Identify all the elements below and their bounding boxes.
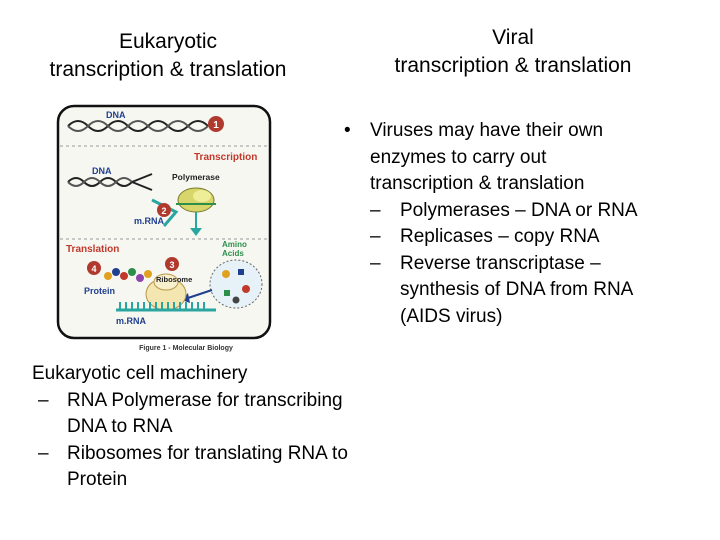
arrow-transcription-head xyxy=(190,228,202,236)
label-mrna-bottom: m.RNA xyxy=(116,316,147,326)
viral-bullet-list: • Viruses may have their own enzymes to … xyxy=(338,118,718,330)
bullet-dot: • xyxy=(344,120,351,141)
figure-svg: DNA 1 Transcription DNA Polymerase 2 m.R… xyxy=(56,104,272,352)
viral-sub-reverse-transcriptase: – Reverse transcriptase – synthesis of D… xyxy=(338,251,718,331)
viral-sub-line: (AIDS virus) xyxy=(400,305,503,327)
left-title-line1: Eukaryotic xyxy=(118,30,218,53)
left-title: Eukaryotic transcription & translation xyxy=(0,28,336,84)
step-3-number: 3 xyxy=(169,260,174,270)
mrna-strand-middle xyxy=(151,198,179,227)
viral-sub-replicases: – Replicases – copy RNA xyxy=(338,224,718,251)
sub-bullet-dash: – xyxy=(38,389,49,411)
step-4-number: 4 xyxy=(91,264,96,274)
label-protein: Protein xyxy=(84,286,115,296)
arrow-amino-to-ribosome xyxy=(187,289,213,299)
right-title-line1: Viral xyxy=(492,26,534,49)
step-2-badge xyxy=(157,203,171,217)
viral-bullet-main: • Viruses may have their own enzymes to … xyxy=(338,118,718,198)
label-transcription: Transcription xyxy=(194,152,257,163)
label-polymerase: Polymerase xyxy=(172,172,220,182)
sub-bullet-dash: – xyxy=(370,226,381,247)
eukaryotic-sub-polymerase: – RNA Polymerase for transcribing DNA to… xyxy=(32,388,432,441)
eukaryotic-machinery-list: Eukaryotic cell machinery – RNA Polymera… xyxy=(32,361,432,494)
dna-helix-middle xyxy=(67,173,153,191)
amino-acid-cell xyxy=(209,259,263,309)
step-3-badge xyxy=(165,257,179,271)
eukaryotic-sub-line: DNA to RNA xyxy=(67,416,173,437)
eukaryotic-sub-line: Ribosomes for translating RNA to xyxy=(67,442,348,464)
sub-bullet-dash: – xyxy=(370,252,381,274)
mrna-strand-bottom xyxy=(116,302,216,312)
sub-bullet-dash: – xyxy=(38,442,49,464)
viral-bullet-line: Viruses may have their own xyxy=(370,120,604,141)
viral-sub-line: Reverse transcriptase – xyxy=(400,252,601,274)
viral-sub-line: synthesis of DNA from RNA xyxy=(400,279,634,300)
step-1-number: 1 xyxy=(213,120,219,131)
eukaryotic-heading: Eukaryotic cell machinery xyxy=(32,363,248,384)
protein-chain xyxy=(104,268,152,282)
label-dna-top: DNA xyxy=(106,110,126,120)
step-4-badge xyxy=(87,261,101,275)
right-title: Viral transcription & translation xyxy=(340,24,686,80)
sub-bullet-dash: – xyxy=(370,199,381,221)
figure-caption: Figure 1 - Molecular Biology xyxy=(139,345,233,352)
label-amino-acids-2: Acids xyxy=(222,249,244,258)
viral-sub-line: Polymerases – DNA or RNA xyxy=(400,199,638,221)
step-2-number: 2 xyxy=(161,206,166,216)
label-mrna-middle: m.RNA xyxy=(134,216,165,226)
eukaryotic-sub-line: Protein xyxy=(67,469,128,490)
viral-sub-polymerases: – Polymerases – DNA or RNA xyxy=(338,198,718,225)
label-amino-acids-1: Amino xyxy=(222,240,247,249)
molecular-biology-figure: DNA 1 Transcription DNA Polymerase 2 m.R… xyxy=(56,104,276,356)
viral-bullet-line: transcription & translation xyxy=(370,173,585,194)
dna-helix-top xyxy=(67,120,209,132)
label-dna-middle: DNA xyxy=(92,166,112,176)
step-1-badge xyxy=(208,116,224,132)
polymerase-enzyme xyxy=(176,187,216,213)
label-translation: Translation xyxy=(66,244,119,255)
viral-sub-line: Replicases – copy RNA xyxy=(400,226,600,247)
left-title-line2: transcription & translation xyxy=(49,58,287,81)
eukaryotic-sub-line: RNA Polymerase for transcribing xyxy=(67,389,343,411)
viral-bullet-line: enzymes to carry out xyxy=(370,146,547,168)
eukaryotic-sub-ribosomes: – Ribosomes for translating RNA to Prote… xyxy=(32,441,432,494)
label-ribosome: Ribosome xyxy=(156,275,192,284)
right-title-line2: transcription & translation xyxy=(394,54,632,77)
